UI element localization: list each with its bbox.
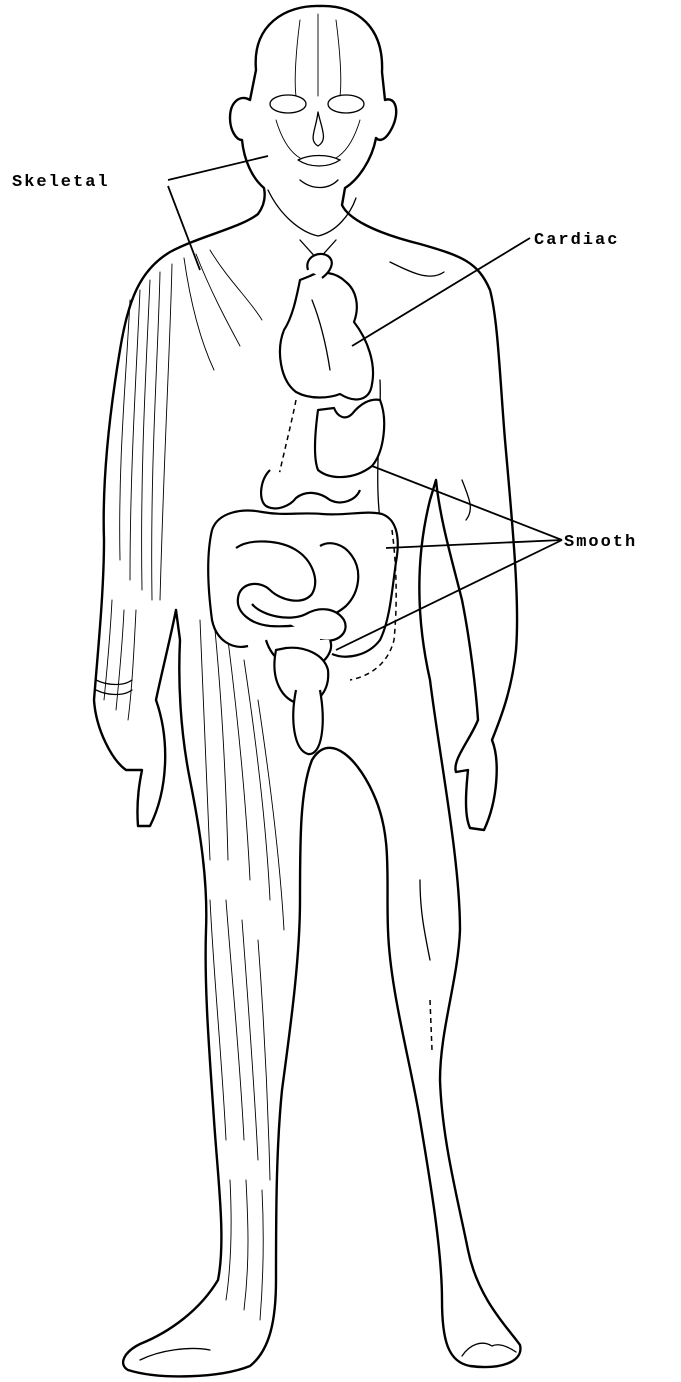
- stomach: [261, 400, 384, 509]
- cardiac-leader: [352, 238, 530, 346]
- heart: [280, 254, 373, 399]
- smooth-leader-stomach: [372, 466, 562, 540]
- label-skeletal: Skeletal: [12, 173, 110, 192]
- skeletal-leader-arm: [168, 186, 200, 270]
- smooth-leader-intestine: [386, 540, 562, 548]
- label-smooth: Smooth: [564, 533, 637, 552]
- label-cardiac: Cardiac: [534, 231, 619, 250]
